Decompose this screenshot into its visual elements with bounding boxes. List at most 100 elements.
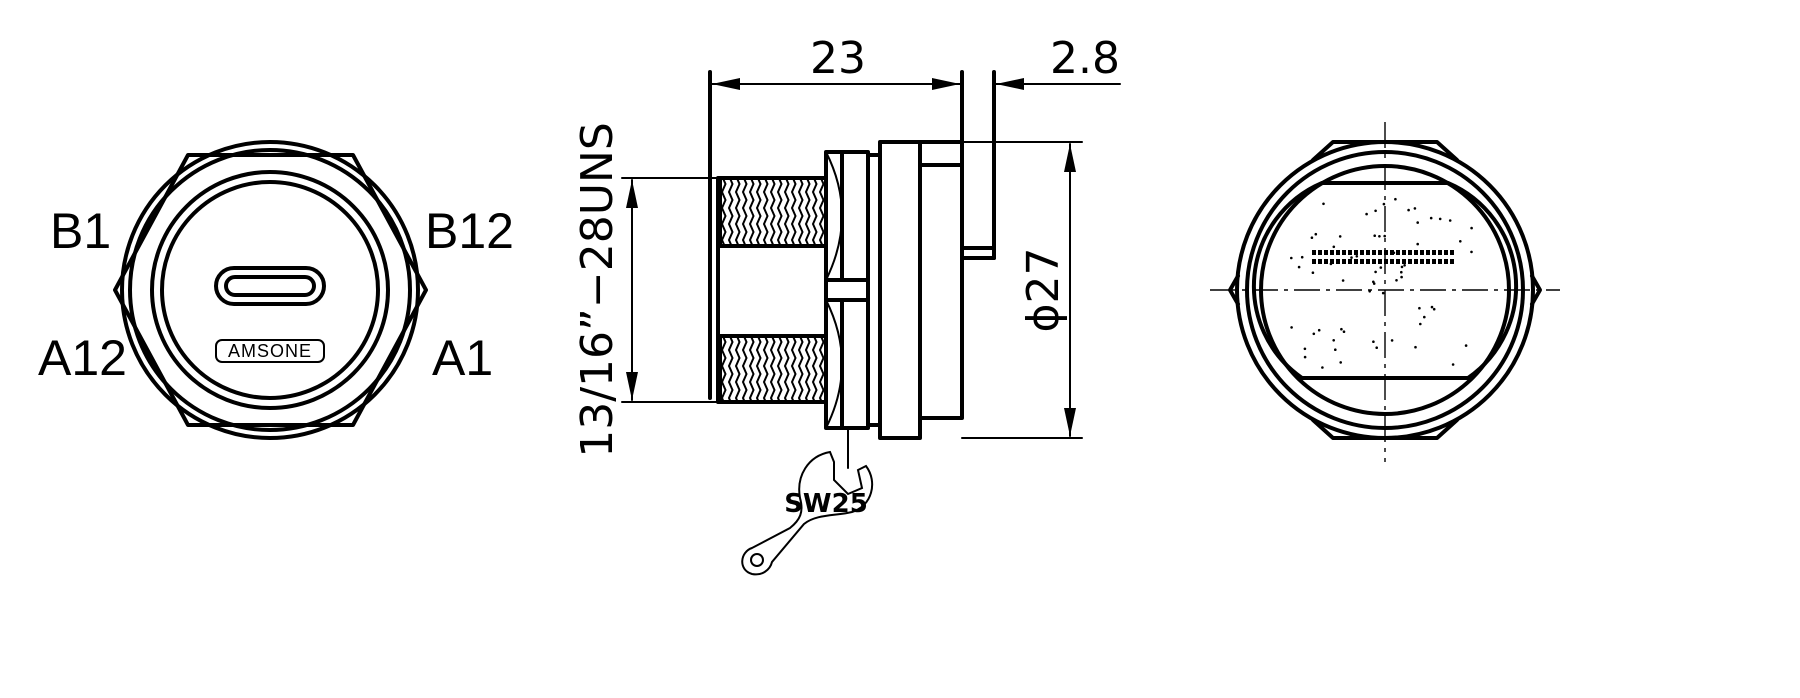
contact-pin [1336, 259, 1340, 264]
arrowhead [932, 78, 960, 90]
texture-dot [1379, 266, 1383, 269]
texture-dot [1341, 279, 1345, 282]
pin-label-a1: A1 [432, 330, 493, 386]
housing [918, 140, 964, 420]
texture-dot [1378, 235, 1381, 238]
contact-pin [1342, 250, 1346, 255]
contact-pin [1420, 259, 1424, 264]
texture-dot [1332, 339, 1335, 342]
contact-pin [1378, 250, 1382, 255]
contact-pin [1330, 250, 1334, 255]
contact-pin [1402, 259, 1406, 264]
contact-pin [1336, 250, 1340, 255]
texture-dot [1300, 255, 1304, 259]
wrench-size-text: SW25 [784, 489, 868, 519]
texture-dot [1448, 219, 1452, 222]
contact-pin [1426, 259, 1430, 264]
texture-dot [1314, 232, 1318, 236]
texture-dot [1373, 234, 1376, 237]
texture-dot [1332, 245, 1336, 249]
thread-tooth [811, 336, 818, 402]
texture-dot [1394, 197, 1397, 201]
texture-dot [1470, 250, 1473, 254]
thread-tooth [748, 178, 755, 246]
contact-pin [1390, 250, 1394, 255]
outer-ring-inner [128, 148, 412, 432]
face-ring [150, 170, 390, 410]
dim-diameter-text: ϕ27 [1018, 247, 1069, 332]
back-insert [1251, 181, 1519, 380]
pin-label-a12: A12 [38, 330, 127, 386]
texture-dot [1382, 202, 1386, 206]
contact-pin [1396, 259, 1400, 264]
back-ring [1245, 150, 1525, 430]
contact-pin [1360, 259, 1364, 264]
texture-dot [1290, 256, 1293, 260]
texture-dot [1365, 212, 1368, 216]
thread-tooth [811, 178, 818, 246]
back-view [1210, 122, 1560, 462]
texture-dot [1350, 256, 1353, 259]
texture-dot [1414, 345, 1417, 349]
texture-dot [1418, 306, 1421, 310]
contact-pin [1348, 250, 1352, 255]
nut-arc [825, 299, 843, 429]
arrowhead [1064, 408, 1076, 436]
dim-length-text: 23 [810, 33, 866, 84]
dim-flange-text: 2.8 [1050, 33, 1120, 84]
texture-dot [1432, 307, 1436, 311]
texture-dot [1374, 270, 1377, 274]
wrench-hole [750, 553, 764, 567]
contact-pin [1432, 259, 1436, 264]
texture-dot [1423, 315, 1426, 319]
thread-tooth [776, 178, 783, 246]
texture-dot [1374, 209, 1377, 213]
texture-dot [1290, 326, 1293, 329]
texture-dot [1312, 332, 1316, 336]
thread-top [720, 178, 826, 246]
texture-dot [1297, 265, 1301, 269]
thread-tooth [762, 336, 769, 402]
outer-ring [120, 140, 420, 440]
texture-dot [1413, 207, 1417, 210]
texture-dot [1400, 265, 1404, 269]
contact-pin [1318, 259, 1322, 264]
texture-dot [1400, 275, 1403, 279]
thread-tooth [804, 336, 811, 402]
contact-pin [1414, 259, 1418, 264]
thread-tooth [804, 178, 811, 246]
front-view: AMSONE [113, 140, 428, 440]
texture-dot [1368, 290, 1371, 293]
texture-dot [1383, 234, 1386, 238]
thread-tooth [776, 336, 783, 402]
pin-label-b12: B12 [425, 203, 514, 259]
thread-tooth [797, 178, 804, 246]
contact-pin [1342, 259, 1346, 264]
thread-tooth [769, 178, 776, 246]
contact-pin [1408, 259, 1412, 264]
contact-pin [1420, 250, 1424, 255]
thread-tooth [734, 178, 741, 246]
texture-dot [1395, 279, 1398, 282]
contact-pin [1324, 259, 1328, 264]
face-inner-ring [160, 180, 380, 400]
contact-pin [1324, 250, 1328, 255]
contact-pin [1348, 259, 1352, 264]
texture-dot [1390, 339, 1394, 342]
contact-pin [1426, 250, 1430, 255]
contact-pin [1330, 259, 1334, 264]
contact-pin [1312, 250, 1316, 255]
thread-tooth [755, 336, 762, 402]
thread-tooth [818, 336, 825, 402]
thread-tooth [727, 336, 734, 402]
contact-pin [1444, 250, 1448, 255]
back-inner-ring [1259, 164, 1511, 416]
contact-pin [1450, 259, 1454, 264]
usb-c-port-inner [224, 275, 316, 297]
thread-tooth [727, 178, 734, 246]
contact-pin [1378, 259, 1382, 264]
contact-pin [1354, 250, 1358, 255]
texture-dot [1355, 254, 1359, 258]
texture-dot [1303, 355, 1307, 359]
contact-pin [1402, 250, 1406, 255]
